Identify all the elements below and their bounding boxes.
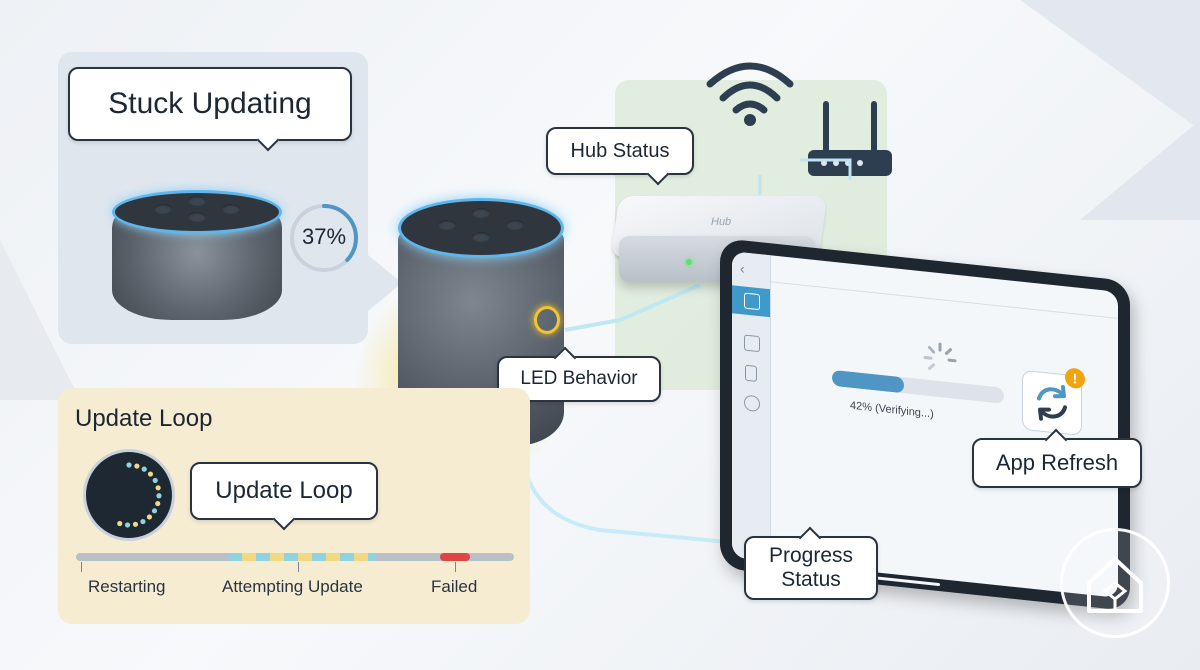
loop-dot [152,477,158,484]
loop-dot [155,500,161,507]
devices-icon[interactable] [744,334,760,353]
progress-status-callout: Progress Status [744,526,878,600]
hub-status-callout: Hub Status [546,127,694,186]
timeline-failed-segment [440,553,470,561]
loop-dot [117,520,123,527]
smart-speaker-small [112,178,282,320]
loop-dot [134,463,140,469]
progress-status-label: Progress Status [768,544,854,591]
tablet-device: ‹ 42% (Verifying...) [720,238,1130,629]
wifi-icon [706,62,794,126]
led-behavior-label: LED Behavior [520,368,638,389]
hub-status-led [686,259,692,265]
phone-icon[interactable] [745,364,757,382]
update-loop-callout: Update Loop [190,462,378,531]
update-loop-label: Update Loop [215,477,353,504]
house-icon [1087,557,1143,613]
loop-dot [147,471,154,477]
timeline-label-attempting: Attempting Update [222,577,363,596]
loop-dot [140,518,146,525]
background-shape [1020,0,1200,130]
home-icon[interactable] [744,292,760,311]
timeline-label-restarting: Restarting [88,577,166,596]
timeline-attempt-segment [228,553,376,561]
hub-status-label: Hub Status [570,139,670,162]
app-header-bar [770,281,1118,319]
update-progress-fill [832,369,905,394]
background-shape [1080,120,1200,220]
loop-dot [156,493,162,499]
app-refresh-button[interactable]: ! [1022,367,1085,437]
refresh-icon [1037,385,1067,421]
tablet-screen: ‹ 42% (Verifying...) [732,251,1118,598]
loop-dot [155,485,161,491]
loop-dot [124,522,131,528]
loading-spinner-icon [923,342,957,371]
back-arrow-icon[interactable]: ‹ [740,260,745,277]
stuck-updating-callout: Stuck Updating [68,67,352,152]
led-ring [398,198,564,258]
loop-dot [151,508,158,514]
loop-dot [132,521,139,527]
led-indicator-yellow [534,306,560,334]
hub-device-label: Hub [711,216,732,228]
app-refresh-callout: App Refresh [972,428,1142,488]
progress-text: 42% (Verifying...) [850,399,934,421]
loop-dot [126,462,132,468]
update-loop-heading: Update Loop [75,405,213,432]
smart-home-logo [1060,528,1170,638]
loop-dot [141,466,147,472]
progress-ring-37 [290,204,358,272]
loop-dots [117,462,162,528]
stuck-updating-title: Stuck Updating [108,87,312,120]
loop-dot [146,514,153,520]
update-progress-bar [832,369,1004,404]
progress-percent: 37% [301,224,347,249]
timeline-label-failed: Failed [431,577,478,596]
app-refresh-label: App Refresh [995,450,1119,475]
